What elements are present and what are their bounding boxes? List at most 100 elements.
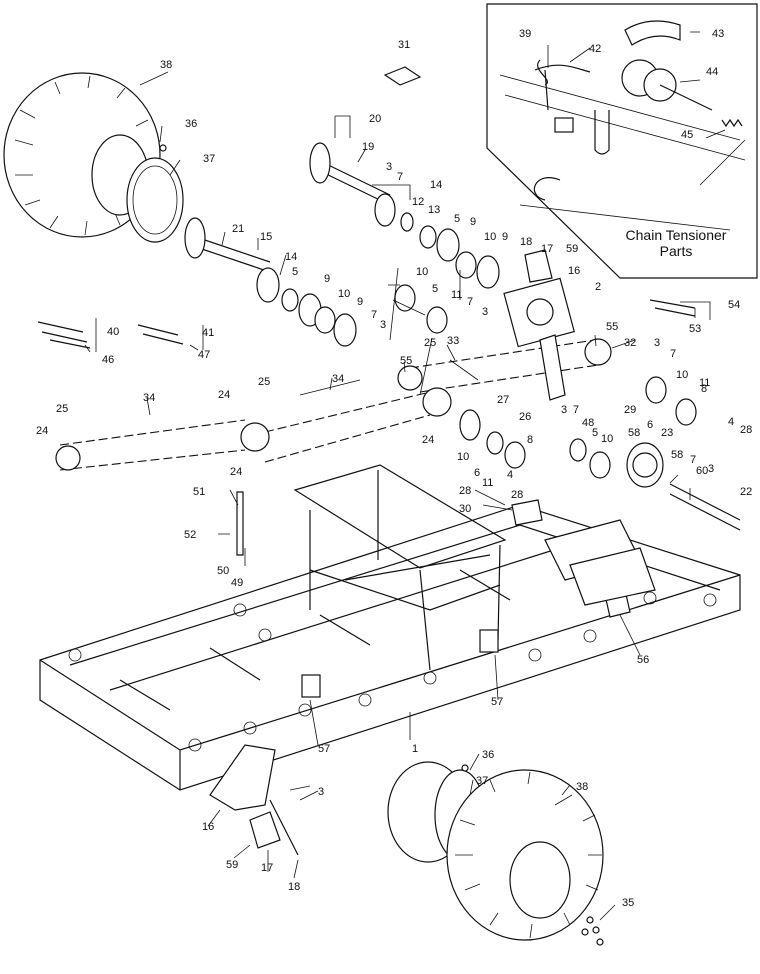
callout-38: 38: [160, 59, 172, 71]
callout-40: 40: [107, 326, 119, 338]
callout-17: 17: [261, 862, 273, 874]
callout-7: 7: [573, 404, 579, 416]
callout-25: 25: [258, 376, 270, 388]
chain-34-right: [264, 391, 431, 463]
callout-6: 6: [474, 467, 480, 479]
bolt-18-lower: [269, 799, 299, 856]
upper-wheel-assembly: [3, 72, 184, 243]
callout-26: 26: [519, 411, 531, 423]
callout-28: 28: [459, 485, 471, 497]
sprocket-55-b: [584, 338, 612, 366]
callout-2: 2: [595, 281, 601, 293]
mount-plate-lower: [569, 547, 656, 606]
callout-9: 9: [357, 296, 363, 308]
callout-52: 52: [184, 529, 196, 541]
callout-51: 51: [193, 486, 205, 498]
callout-37: 37: [476, 775, 488, 787]
callout-57: 57: [318, 743, 330, 755]
callout-5: 5: [592, 427, 598, 439]
lower-tire-tread: [455, 771, 602, 939]
callout-10: 10: [338, 288, 350, 300]
callout-7: 7: [371, 309, 377, 321]
chain-34-left: [59, 419, 246, 471]
callout-18: 18: [520, 236, 532, 248]
drive-chains: [55, 338, 658, 478]
sprocket-24-a: [55, 445, 81, 471]
callout-21: 21: [232, 223, 244, 235]
sprocket-24-b: [240, 422, 270, 452]
callout-60: 60: [696, 465, 708, 477]
callout-27: 27: [497, 394, 509, 406]
callout-13: 13: [428, 204, 440, 216]
callout-11: 11: [482, 477, 493, 489]
callout-3: 3: [708, 463, 714, 475]
callout-59: 59: [566, 243, 578, 255]
callout-3: 3: [561, 404, 567, 416]
callout-44: 44: [706, 66, 718, 78]
callout-9: 9: [324, 273, 330, 285]
tensioner-shoe-43: [624, 20, 681, 46]
bearing-block-30: [511, 499, 543, 526]
chain-33: [409, 339, 599, 393]
callout-3: 3: [380, 319, 386, 331]
valve-stem-36: [159, 144, 167, 152]
leader-lines: [84, 31, 726, 921]
tensioner-rod: [699, 139, 746, 186]
callout-55: 55: [606, 321, 618, 333]
callout-5: 5: [432, 283, 438, 295]
callout-37: 37: [203, 153, 215, 165]
lower-wheel-assembly: [387, 761, 604, 946]
callout-20: 20: [369, 113, 381, 125]
axle-19-flange: [309, 142, 331, 184]
callout-32: 32: [624, 337, 636, 349]
inset-title-line2: Parts: [660, 243, 693, 259]
callout-10: 10: [601, 433, 613, 445]
callout-50: 50: [217, 565, 229, 577]
callout-28: 28: [740, 424, 752, 436]
callout-10: 10: [484, 231, 496, 243]
axle-21-flange: [184, 217, 206, 259]
callout-7: 7: [690, 454, 696, 466]
callout-28: 28: [511, 489, 523, 501]
callout-3: 3: [482, 306, 488, 318]
callout-46: 46: [102, 354, 114, 366]
chain-link-40: [37, 321, 91, 349]
valve-stem-36b: [461, 764, 469, 772]
callout-4: 4: [507, 469, 513, 481]
callout-14: 14: [285, 251, 297, 263]
callout-7: 7: [670, 348, 676, 360]
callout-35: 35: [622, 897, 634, 909]
callout-42: 42: [589, 43, 601, 55]
plate-59-lower: [249, 811, 281, 849]
callout-19: 19: [362, 141, 374, 153]
callout-45: 45: [681, 129, 693, 141]
frame-inner-rails: [69, 524, 721, 691]
upper-subframe-legs: [309, 470, 501, 671]
callout-36: 36: [185, 118, 197, 130]
callout-9: 9: [470, 216, 476, 228]
spring-clip-42: [534, 64, 591, 73]
callout-39: 39: [519, 28, 531, 40]
lug-bolts-35: [581, 916, 604, 946]
callout-41: 41: [202, 327, 214, 339]
callout-47: 47: [198, 349, 210, 361]
callout-14: 14: [430, 179, 442, 191]
callout-34: 34: [332, 373, 344, 385]
callout-54: 54: [728, 299, 740, 311]
callout-3: 3: [318, 786, 324, 798]
lower-tire-bore: [509, 841, 571, 919]
callout-30: 30: [459, 503, 471, 515]
callout-22: 22: [740, 486, 752, 498]
callout-5: 5: [292, 266, 298, 278]
callout-3: 3: [386, 161, 392, 173]
bearing-housing-bore: [526, 298, 554, 326]
callout-8: 8: [527, 434, 533, 446]
callout-56: 56: [637, 654, 649, 666]
bracket-57-left: [301, 674, 321, 698]
callout-25: 25: [424, 337, 436, 349]
callout-7: 7: [467, 296, 473, 308]
callout-10: 10: [416, 266, 428, 278]
frame-crossmembers: [119, 569, 511, 711]
